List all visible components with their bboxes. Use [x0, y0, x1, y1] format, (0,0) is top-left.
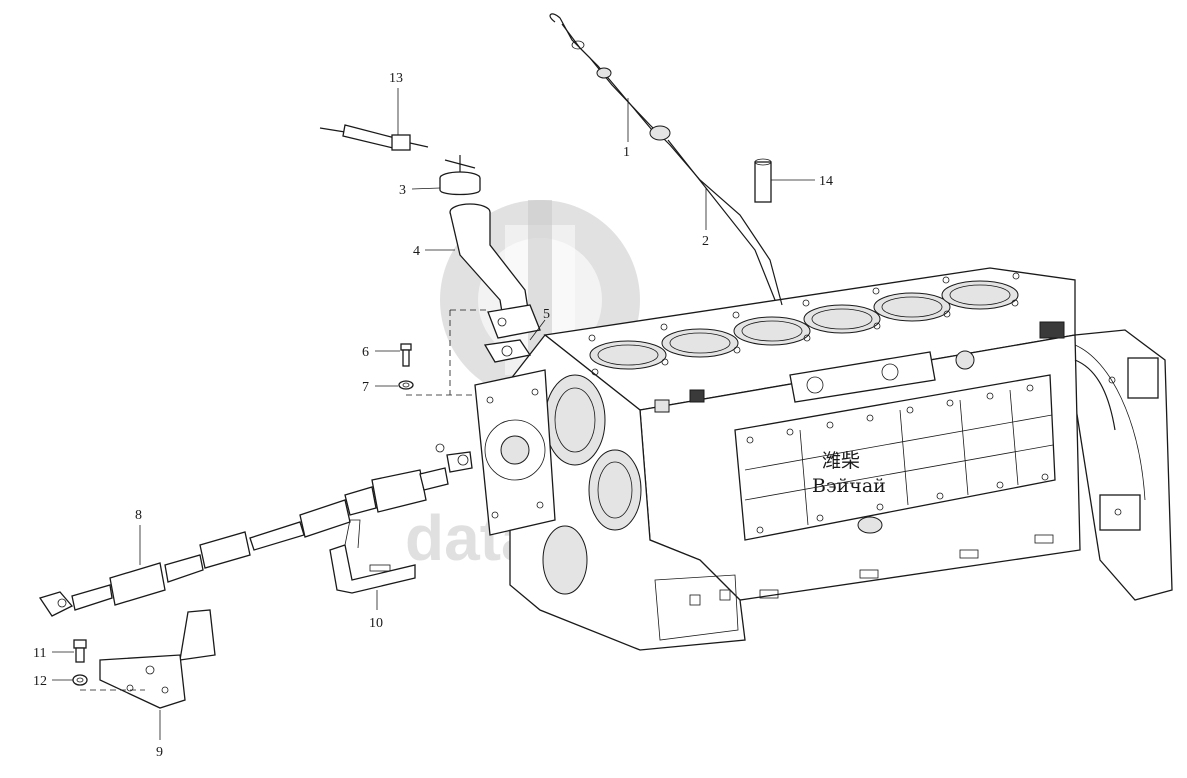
- oil-filler-cap: [439, 155, 481, 196]
- side-cover-bolts: [746, 384, 1049, 534]
- callout-13: 13: [389, 71, 403, 86]
- head-bolt-holes: [588, 272, 1020, 376]
- callout-1: 1: [623, 145, 630, 160]
- callout-2: 2: [702, 234, 709, 249]
- dipstick-assembly: [549, 13, 783, 306]
- breather-pipe-assembly: [38, 443, 473, 617]
- callout-4: 4: [413, 244, 420, 259]
- callout-3: 3: [399, 183, 406, 198]
- brand-russian: Вэйчай: [812, 475, 886, 497]
- engine-block: 潍柴 Вэйчай: [474, 267, 1173, 651]
- callout-9: 9: [156, 745, 163, 760]
- bracket-bolt-and-washer: [72, 639, 88, 686]
- filler-neck-gasket: [483, 339, 532, 363]
- callout-10: 10: [369, 616, 383, 631]
- brand-marking: 潍柴 Вэйчай: [812, 450, 886, 497]
- callout-7: 7: [362, 380, 369, 395]
- callout-11: 11: [33, 646, 46, 661]
- pipe-bracket-upper: [329, 519, 416, 594]
- fill-cap-rod: [319, 124, 429, 151]
- callout-8: 8: [135, 508, 142, 523]
- dowel-pin: [754, 158, 772, 203]
- bolt-and-washer: [398, 343, 414, 390]
- callout-5: 5: [543, 307, 550, 322]
- oil-filler-neck: [449, 203, 541, 339]
- pipe-bracket-lower: [99, 609, 216, 709]
- brand-chinese: 潍柴: [822, 450, 860, 472]
- callout-labels: 1 2 3 4 5 6 7 8 9 10 11 12 13 14: [33, 71, 833, 760]
- pan-rail-lugs: [759, 534, 1054, 599]
- callout-6: 6: [362, 345, 369, 360]
- callout-12: 12: [33, 674, 47, 689]
- leader-lines: [52, 88, 815, 740]
- cylinder-bores: [589, 280, 1019, 370]
- callout-14: 14: [819, 174, 833, 189]
